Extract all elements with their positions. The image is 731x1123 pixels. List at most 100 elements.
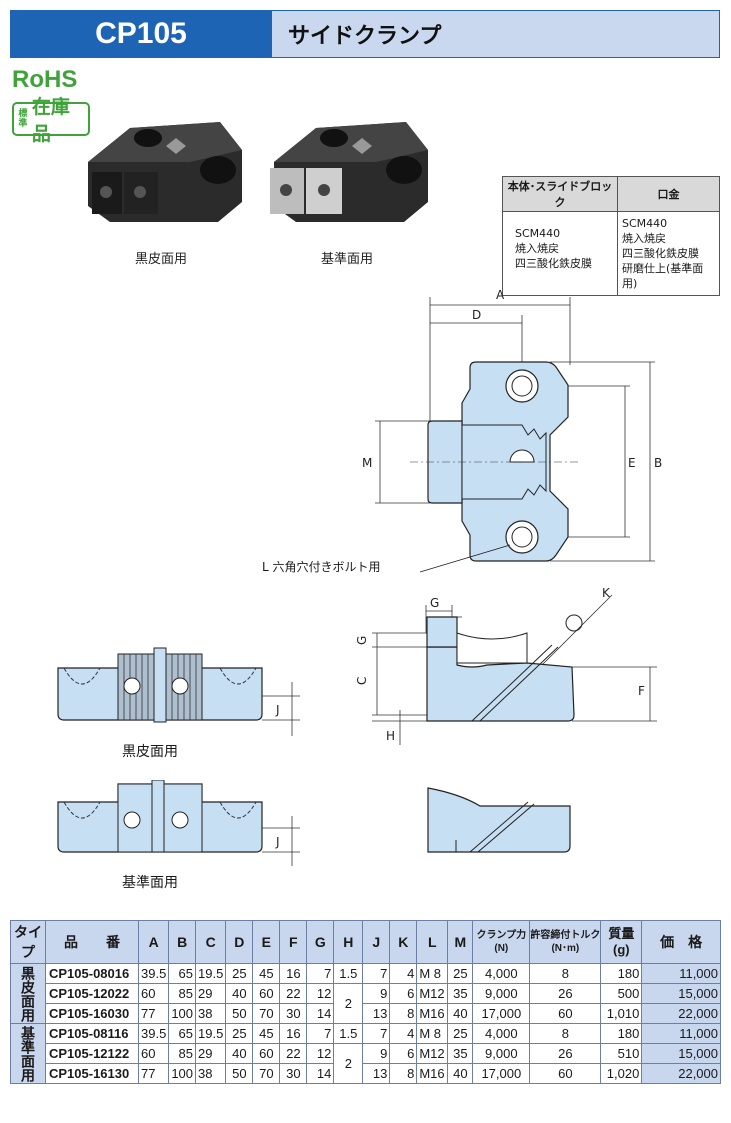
cell-C: 29 <box>195 983 227 1004</box>
cell-mass: 1,010 <box>600 1003 643 1024</box>
material-line: 焼入焼戻 <box>515 242 559 255</box>
cell-K: 6 <box>389 1043 418 1064</box>
cell-A: 39.5 <box>137 1023 170 1044</box>
table-row: CP105-12122 60 85 29 40 60 22 12 2 9 6 M… <box>11 1043 721 1084</box>
cell-L: M12 <box>416 1043 449 1064</box>
cell-H: 1.5 <box>333 1023 364 1044</box>
page-title: サイドクランプ <box>272 10 720 58</box>
material-header-body: 本体･スライドブロック <box>502 176 618 212</box>
cell-K: 8 <box>389 1063 418 1084</box>
material-line: 研磨仕上(基準面用) <box>622 262 704 290</box>
view-caption-black: 黒皮面用 <box>122 744 178 760</box>
code-cell: CP105-12122 <box>45 1043 139 1064</box>
cell-C: 29 <box>195 1043 227 1064</box>
dim-J-reference: J <box>275 835 280 849</box>
cell-E: 45 <box>252 963 281 984</box>
stock-small-label: 標準 <box>18 109 28 129</box>
col-A: A <box>137 920 170 964</box>
torque-label: 許容締付トルク <box>530 930 601 941</box>
cell-A: 77 <box>137 1003 170 1024</box>
col-E: E <box>252 920 281 964</box>
dim-M: M <box>362 456 372 470</box>
clamp-unit: (N) <box>494 943 509 954</box>
dim-D: D <box>472 308 481 322</box>
cell-price: 22,000 <box>641 1063 721 1084</box>
cell-M: 40 <box>447 1003 474 1024</box>
col-K: K <box>389 920 418 964</box>
photo-caption-reference: 基準面用 <box>321 252 374 267</box>
photo-black-skin <box>88 122 242 222</box>
col-mass: 質量 (g) <box>600 920 643 964</box>
cell-price: 11,000 <box>641 963 721 984</box>
cell-M: 35 <box>447 1043 474 1064</box>
table-row: 基準面用 CP105-08116 39.5 65 19.5 25 45 16 7… <box>10 1023 721 1084</box>
cell-D: 40 <box>225 983 254 1004</box>
cell-torque: 60 <box>529 1003 602 1024</box>
cell-A: 60 <box>137 1043 170 1064</box>
cell-G: 7 <box>306 1023 335 1044</box>
cell-J: 7 <box>362 1023 391 1044</box>
product-photos <box>88 122 428 222</box>
cell-M: 35 <box>447 983 474 1004</box>
cell-mass: 180 <box>600 963 643 984</box>
table-row: 黒皮面用 CP105-08016 39.5 65 19.5 25 45 16 7… <box>10 963 721 1024</box>
cell-D: 50 <box>225 1003 254 1024</box>
cell-C: 19.5 <box>195 963 227 984</box>
cell-E: 60 <box>252 1043 281 1064</box>
cell-J: 7 <box>362 963 391 984</box>
spec-header-row: タイプ 品 番 A B C D E F G H J K L M クランプ力 (N… <box>10 920 721 964</box>
cell-mass: 180 <box>600 1023 643 1044</box>
cell-torque: 26 <box>529 1043 602 1064</box>
top-view-drawing: A D B E M <box>362 288 662 573</box>
col-G: G <box>306 920 335 964</box>
cell-L: M16 <box>416 1063 449 1084</box>
cell-M: 25 <box>447 1023 474 1044</box>
cell-F: 16 <box>279 1023 308 1044</box>
cell-torque: 26 <box>529 983 602 1004</box>
col-code: 品 番 <box>45 920 139 964</box>
spec-table: タイプ 品 番 A B C D E F G H J K L M クランプ力 (N… <box>10 920 721 1084</box>
cell-clamp: 9,000 <box>472 983 531 1004</box>
code-cell: CP105-16130 <box>45 1063 139 1084</box>
cell-B: 100 <box>168 1063 197 1084</box>
cell-clamp: 17,000 <box>472 1003 531 1024</box>
dim-G-top: G <box>430 596 439 610</box>
material-line: SCM440 <box>515 227 561 240</box>
side-view-reference <box>427 787 571 853</box>
cell-mass: 500 <box>600 983 643 1004</box>
material-line: SCM440 <box>622 217 668 230</box>
cell-A: 77 <box>137 1063 170 1084</box>
cell-torque: 60 <box>529 1063 602 1084</box>
table-row: CP105-12022 60 85 29 40 60 22 12 2 9 6 M… <box>11 983 721 1024</box>
cell-clamp: 9,000 <box>472 1043 531 1064</box>
torque-unit: (N･m) <box>551 943 580 954</box>
cell-J: 9 <box>362 1043 391 1064</box>
type-cell-black: 黒皮面用 <box>10 963 46 1024</box>
material-jaw-cell: SCM440 焼入焼戻 四三酸化鉄皮膜 研磨仕上(基準面用) <box>617 211 720 296</box>
cell-L: M 8 <box>416 963 449 984</box>
cell-E: 70 <box>252 1063 281 1084</box>
side-view-body <box>426 646 575 722</box>
cell-F: 22 <box>279 983 308 1004</box>
mass-label: 質量 <box>608 926 635 941</box>
cell-F: 30 <box>279 1063 308 1084</box>
cell-D: 40 <box>225 1043 254 1064</box>
side-view-drawing: G G C H F K <box>355 586 657 745</box>
material-line: 四三酸化鉄皮膜 <box>515 257 592 270</box>
dim-H: H <box>386 729 395 743</box>
cell-price: 15,000 <box>641 983 721 1004</box>
cell-B: 85 <box>168 983 197 1004</box>
col-H: H <box>333 920 364 964</box>
col-torque: 許容締付トルク (N･m) <box>529 920 602 964</box>
front-view-black: J <box>57 647 300 736</box>
cell-D: 50 <box>225 1063 254 1084</box>
cell-C: 19.5 <box>195 1023 227 1044</box>
dim-J-black: J <box>275 703 280 717</box>
cell-B: 100 <box>168 1003 197 1024</box>
cell-F: 30 <box>279 1003 308 1024</box>
cell-E: 70 <box>252 1003 281 1024</box>
cell-D: 25 <box>225 963 254 984</box>
dim-F: F <box>638 684 645 698</box>
table-row: CP105-16030 77 100 38 50 70 30 14 13 8 M… <box>11 1003 721 1024</box>
bolt-label: L 六角穴付きボルト用 <box>262 560 381 574</box>
